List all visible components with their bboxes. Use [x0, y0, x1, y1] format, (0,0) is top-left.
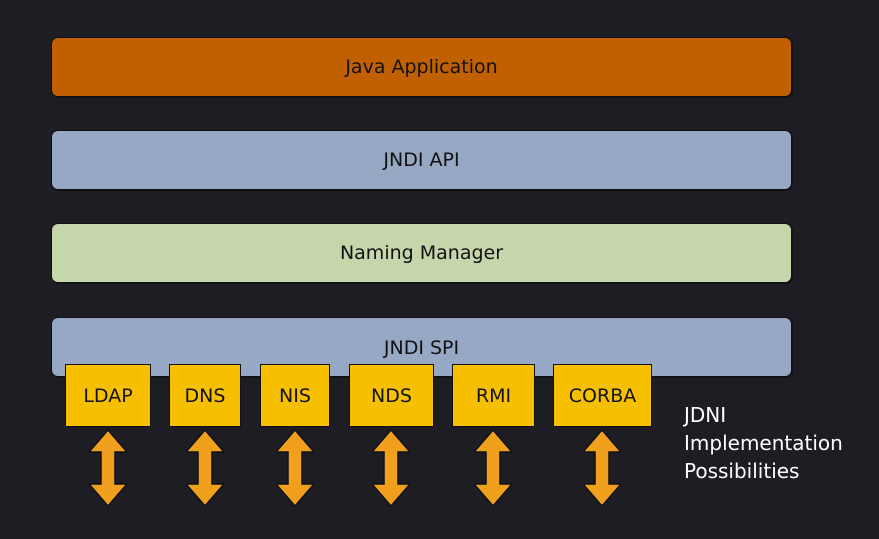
caption-line: Possibilities	[684, 459, 800, 483]
provider-nis: NIS	[260, 364, 330, 427]
double-arrow-icon	[186, 430, 224, 506]
provider-ldap: LDAP	[65, 364, 151, 427]
caption-line: Implementation	[684, 431, 843, 455]
jndi-spi-label: JNDI SPI	[383, 337, 460, 359]
double-arrow-icon	[89, 430, 127, 506]
double-arrow-icon	[583, 430, 621, 506]
provider-label: CORBA	[568, 384, 637, 407]
naming-manager-layer: Naming Manager	[51, 223, 792, 283]
provider-label: NDS	[371, 384, 412, 407]
provider-label: RMI	[475, 384, 512, 407]
provider-label: NIS	[279, 384, 311, 407]
double-arrow-icon	[276, 430, 314, 506]
implementation-caption: JDNI Implementation Possibilities	[684, 401, 843, 485]
provider-dns: DNS	[169, 364, 241, 427]
double-arrow-icon	[474, 430, 512, 506]
jndi-api-layer: JNDI API	[51, 130, 792, 190]
provider-label: DNS	[184, 384, 226, 407]
caption-line: JDNI	[684, 403, 727, 427]
provider-corba: CORBA	[553, 364, 652, 427]
provider-rmi: RMI	[452, 364, 535, 427]
java-application-layer: Java Application	[51, 37, 792, 97]
naming-manager-label: Naming Manager	[339, 242, 504, 264]
provider-nds: NDS	[349, 364, 434, 427]
double-arrow-icon	[372, 430, 410, 506]
provider-label: LDAP	[83, 384, 133, 407]
jndi-api-label: JNDI API	[383, 149, 460, 171]
java-application-label: Java Application	[345, 56, 498, 78]
